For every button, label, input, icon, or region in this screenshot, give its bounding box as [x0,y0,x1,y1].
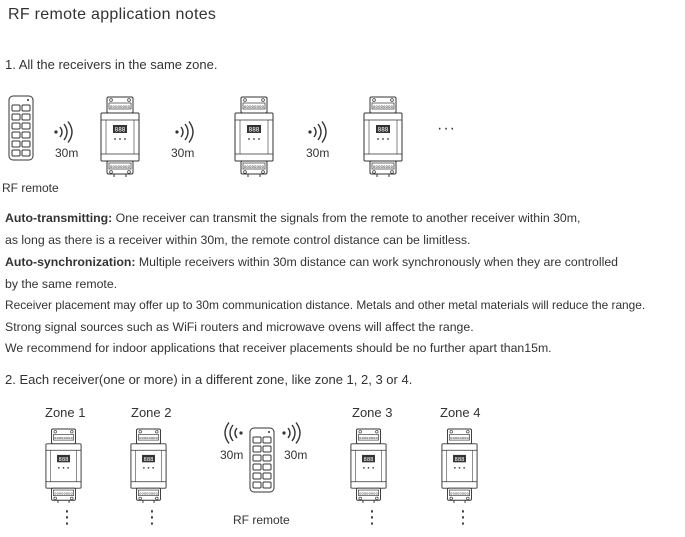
signal-waves-icon [174,121,196,143]
zone-1-label: Zone 1 [45,405,86,420]
interference-line: Strong signal sources such as WiFi route… [5,320,474,334]
continuation-dots: ⋮ [143,507,161,527]
continuation-dots: ⋮ [363,507,381,527]
section-2-heading: 2. Each receiver(one or more) in a diffe… [5,372,413,387]
receiver-module-icon [350,427,387,505]
signal-waves-icon [53,121,75,143]
more-receivers-ellipsis: ··· [437,120,456,137]
recommendation-line: We recommend for indoor applications tha… [5,341,552,355]
distance-label: 30m [171,146,195,160]
auto-transmitting-text: One receiver can transmit the signals fr… [112,211,581,225]
receiver-module-icon [100,96,140,178]
auto-synchronization-line: Auto-synchronization: Multiple receivers… [5,255,618,269]
rf-remote-label: RF remote [233,513,290,527]
receiver-module-icon [130,427,167,505]
signal-waves-icon [222,422,244,444]
auto-transmitting-line-2: as long as there is a receiver within 30… [5,233,471,247]
zone-3-label: Zone 3 [352,405,393,420]
rf-remote-icon [8,95,34,161]
auto-synchronization-label: Auto-synchronization: [5,255,136,269]
continuation-dots: ⋮ [454,507,472,527]
zone-2-label: Zone 2 [131,405,172,420]
section-1-heading: 1. All the receivers in the same zone. [5,57,218,72]
receiver-module-icon [45,427,82,505]
auto-synchronization-text: Multiple receivers within 30m distance c… [135,255,619,269]
continuation-dots: ⋮ [58,507,76,527]
signal-waves-icon [281,422,303,444]
receiver-module-icon [363,96,403,178]
zone-4-label: Zone 4 [440,405,481,420]
auto-synchronization-line-2: by the same remote. [5,277,118,291]
distance-label: 30m [55,146,79,160]
page-title: RF remote application notes [8,6,217,23]
receiver-module-icon [234,96,274,178]
distance-label: 30m [306,146,330,160]
receiver-module-icon [441,427,478,505]
rf-remote-icon [249,427,275,493]
signal-waves-icon [307,121,329,143]
right-distance-label: 30m [284,448,308,462]
auto-transmitting-line: Auto-transmitting: One receiver can tran… [5,211,580,225]
left-distance-label: 30m [220,448,244,462]
auto-transmitting-label: Auto-transmitting: [5,211,113,225]
placement-line: Receiver placement may offer up to 30m c… [5,298,646,312]
rf-remote-label: RF remote [2,181,59,195]
